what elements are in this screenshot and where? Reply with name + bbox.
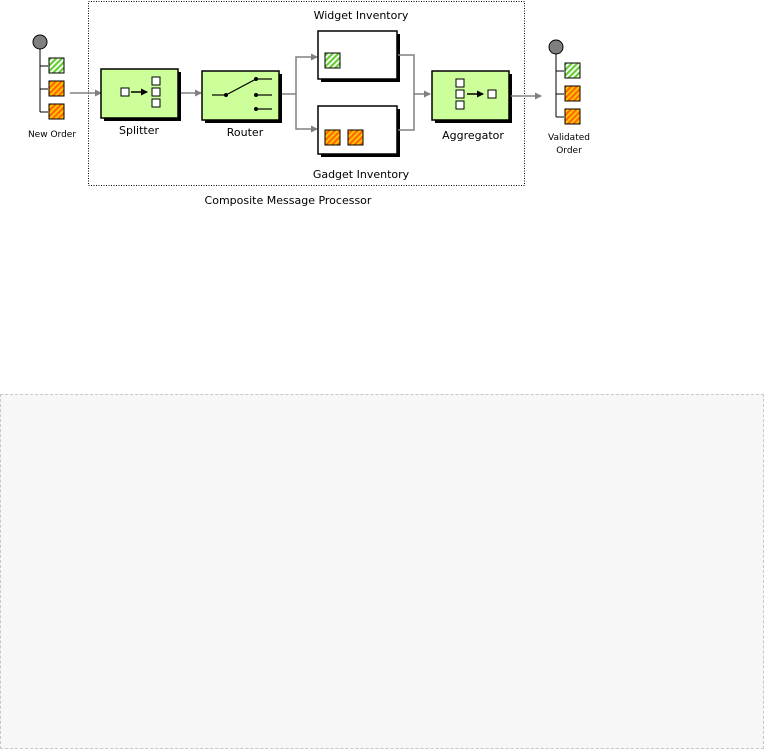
connector-arrow bbox=[295, 94, 318, 133]
gadget-item-icon bbox=[564, 85, 581, 102]
gadget-item-icon bbox=[324, 129, 341, 146]
aggregator-component bbox=[431, 70, 512, 123]
splitter-component bbox=[100, 68, 181, 121]
validated-order-label-line1: Validated bbox=[548, 133, 590, 143]
widget-inventory-label: Widget Inventory bbox=[314, 9, 409, 22]
composite-label: Composite Message Processor bbox=[205, 194, 372, 207]
gadget-item-icon bbox=[48, 103, 65, 120]
widget-item-icon bbox=[564, 62, 581, 79]
router-component bbox=[201, 70, 282, 123]
widget-item-icon bbox=[48, 57, 65, 74]
connector-arrow bbox=[398, 54, 431, 98]
aggregator-label: Aggregator bbox=[442, 129, 504, 142]
splitter-label: Splitter bbox=[119, 124, 159, 137]
widget-inventory-component bbox=[317, 30, 400, 82]
gadget-item-icon bbox=[347, 129, 364, 146]
gadget-item-icon bbox=[48, 80, 65, 97]
gadget-inventory-label: Gadget Inventory bbox=[313, 168, 410, 181]
new-order-endpoint bbox=[32, 34, 65, 120]
new-order-label: New Order bbox=[28, 130, 76, 140]
endpoint-circle bbox=[32, 34, 48, 50]
connector-arrow bbox=[398, 94, 415, 131]
empty-canvas-area bbox=[0, 394, 764, 749]
gadget-item-icon bbox=[564, 108, 581, 125]
validated-order-label-line2: Order bbox=[556, 146, 582, 156]
gadget-inventory-component bbox=[317, 105, 400, 157]
endpoint-circle bbox=[548, 39, 564, 55]
widget-item-icon bbox=[324, 52, 341, 69]
router-label: Router bbox=[227, 126, 264, 139]
validated-order-endpoint bbox=[548, 39, 581, 125]
composite-message-processor-diagram: Composite Message Processor New Order Sp… bbox=[28, 1, 590, 207]
connector-arrow bbox=[282, 53, 318, 95]
